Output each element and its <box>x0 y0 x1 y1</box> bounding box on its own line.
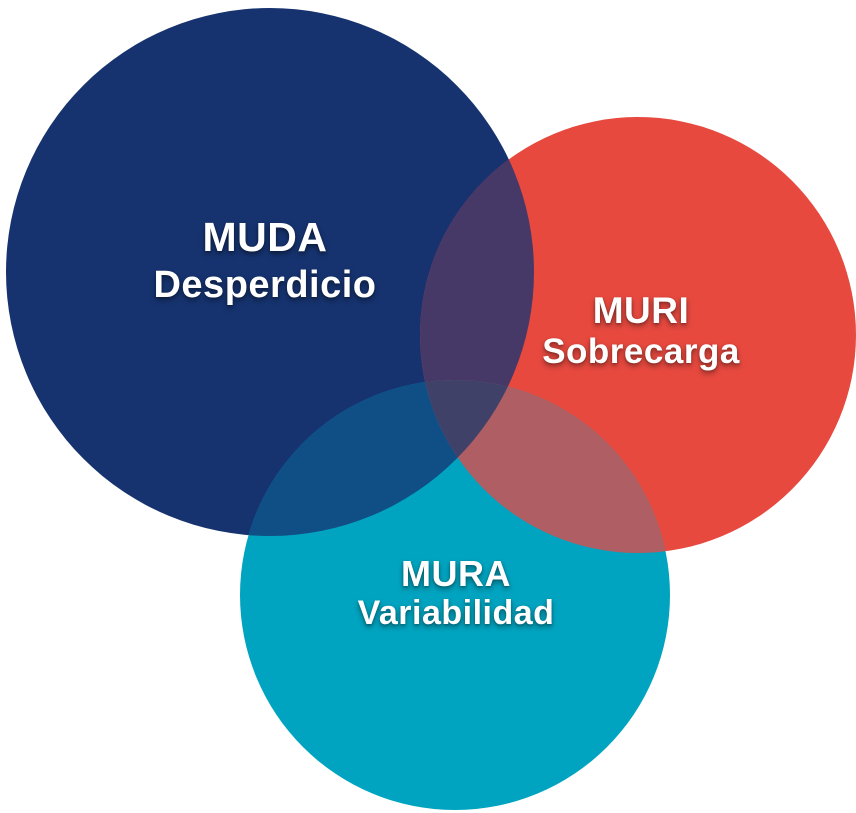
muri-mura-overlap-region <box>420 380 670 553</box>
muda-mura-overlap-region <box>240 380 534 536</box>
